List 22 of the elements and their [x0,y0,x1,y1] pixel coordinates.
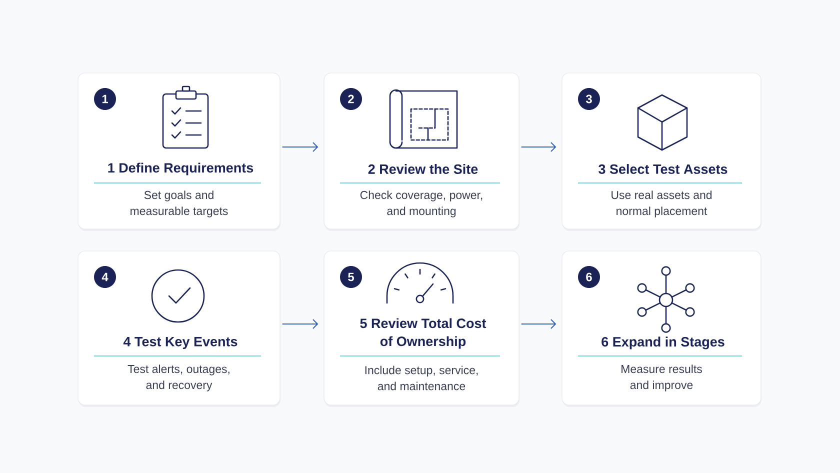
step-description: Measure results and improve [622,364,702,392]
arrow [520,142,556,152]
number-badge: 5 [340,266,362,288]
step-title: 6 Expand in Stages [602,336,724,350]
arrow [520,319,556,329]
number-badge: 3 [578,88,600,110]
step-description: Include setup, service, and maintenance [365,366,478,390]
arrow [282,319,318,329]
step-title: 5 Review Total Cost of Ownership [360,318,486,349]
step-description: Test alerts, outages, and recovery [128,364,230,392]
number-badge: 1 [94,88,116,110]
step-description: Use real assets and normal placement [612,190,712,218]
step-description: Set goals and measurable targets [130,190,228,218]
number-badge: 6 [578,266,600,288]
arrow [282,142,318,152]
step-title: 1 Define Requirements [108,162,254,176]
number-badge: 4 [94,266,116,288]
step-description: Check coverage, power, and mounting [360,190,482,218]
step-title: 2 Review the Site [368,164,478,174]
step-title: 3 Select Test Assets [598,164,728,174]
step-title: 4 Test Key Events [123,336,238,350]
number-badge: 2 [340,88,362,110]
